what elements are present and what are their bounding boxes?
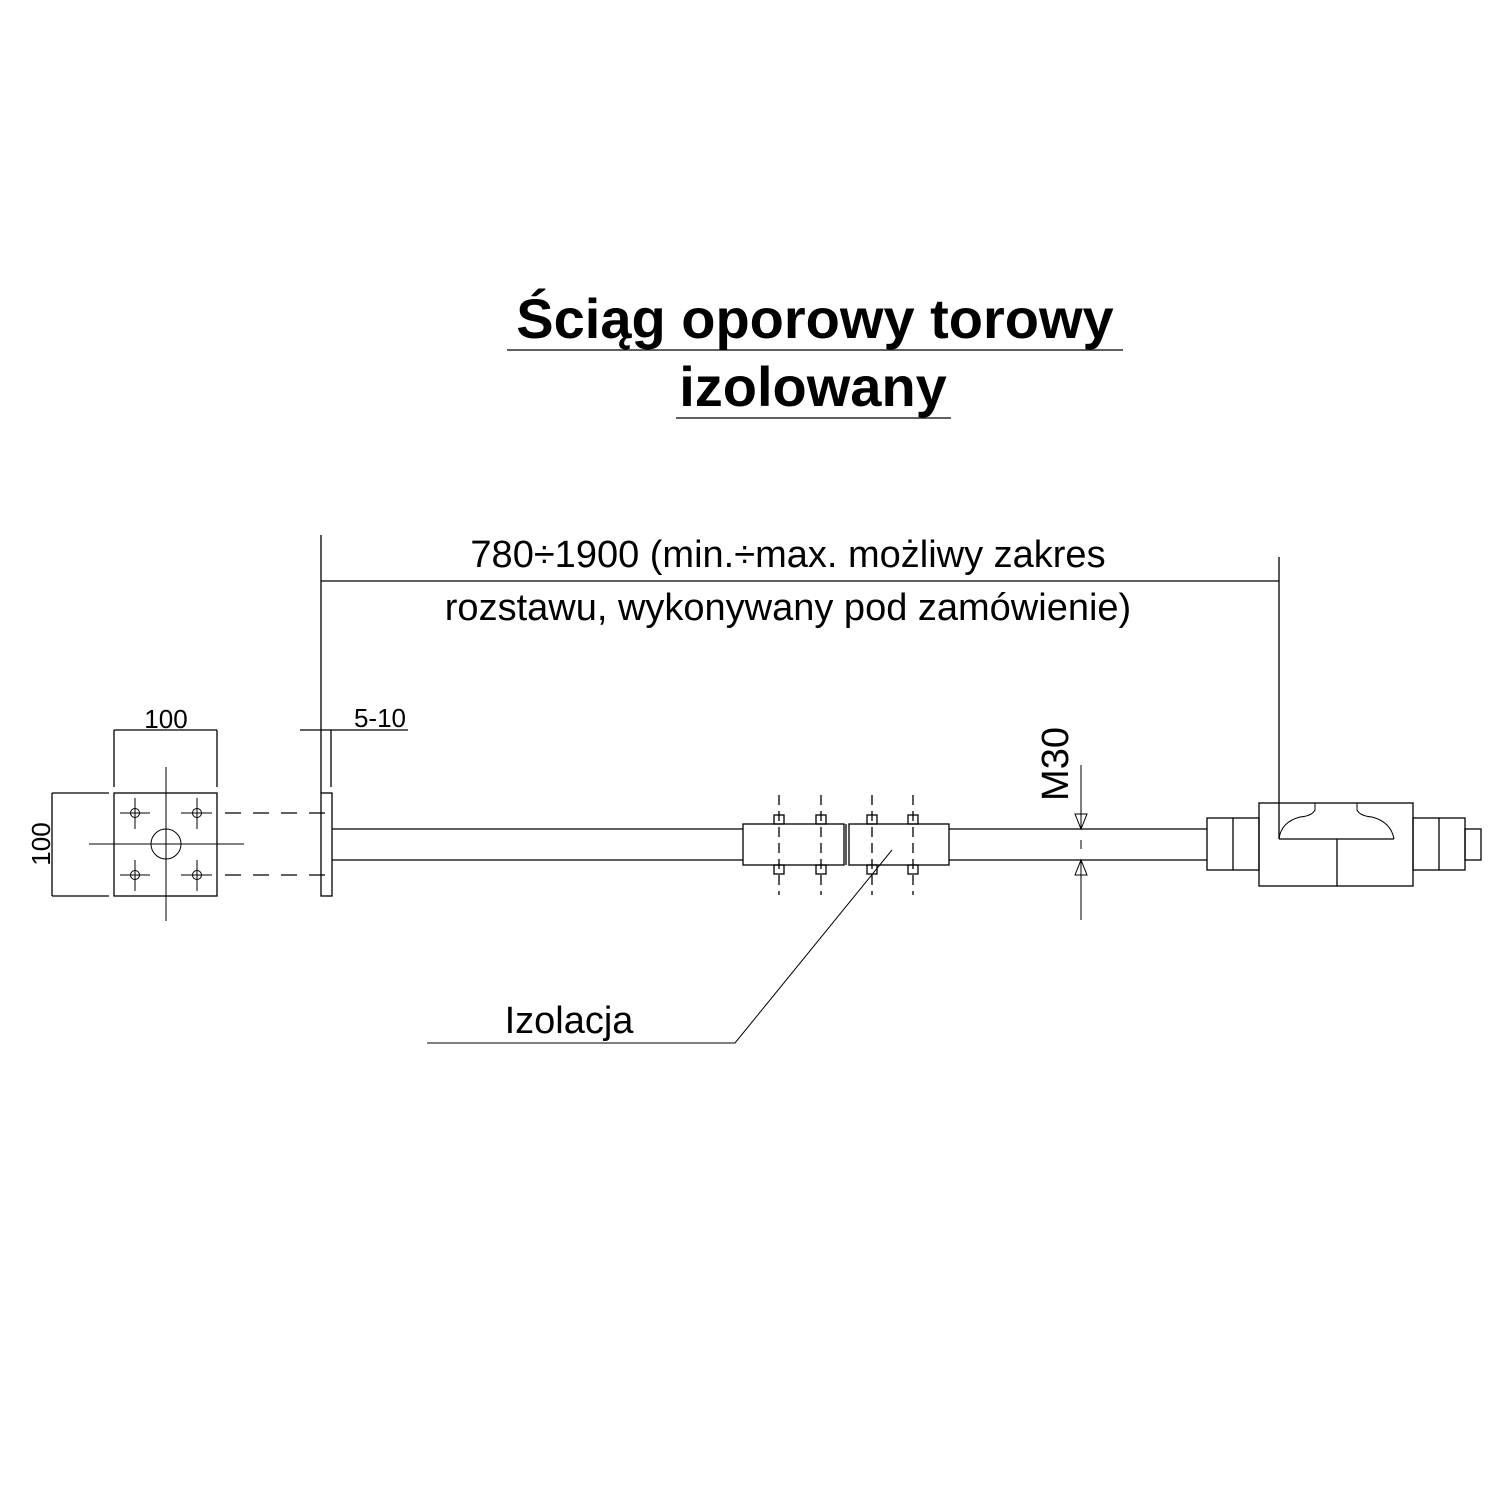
- rod: [332, 828, 1207, 861]
- base-plate-view: 100 100: [26, 704, 333, 921]
- insulation-coupling: [742, 795, 950, 895]
- plate-height-dimension: 100: [26, 822, 56, 865]
- thread-label: M30: [1035, 727, 1077, 801]
- plate-width-dimension: 100: [144, 704, 187, 734]
- span-dimension-text-2: rozstawu, wykonywany pod zamówienie): [445, 587, 1131, 629]
- title-line2: izolowany: [679, 355, 947, 418]
- flange-gap-dimension: 5-10: [354, 703, 406, 733]
- thread-dimension: M30: [1035, 727, 1088, 920]
- title-line1: Ściąg oporowy torowy: [516, 287, 1113, 350]
- span-dimension: 780÷1900 (min.÷max. możliwy zakres rozst…: [320, 534, 1280, 839]
- flange: 5-10: [300, 703, 408, 897]
- insulation-leader: Izolacja: [427, 849, 893, 1044]
- span-dimension-text-1: 780÷1900 (min.÷max. możliwy zakres: [470, 534, 1105, 576]
- insulation-label: Izolacja: [505, 1000, 635, 1042]
- rail-clamp: [1206, 802, 1482, 887]
